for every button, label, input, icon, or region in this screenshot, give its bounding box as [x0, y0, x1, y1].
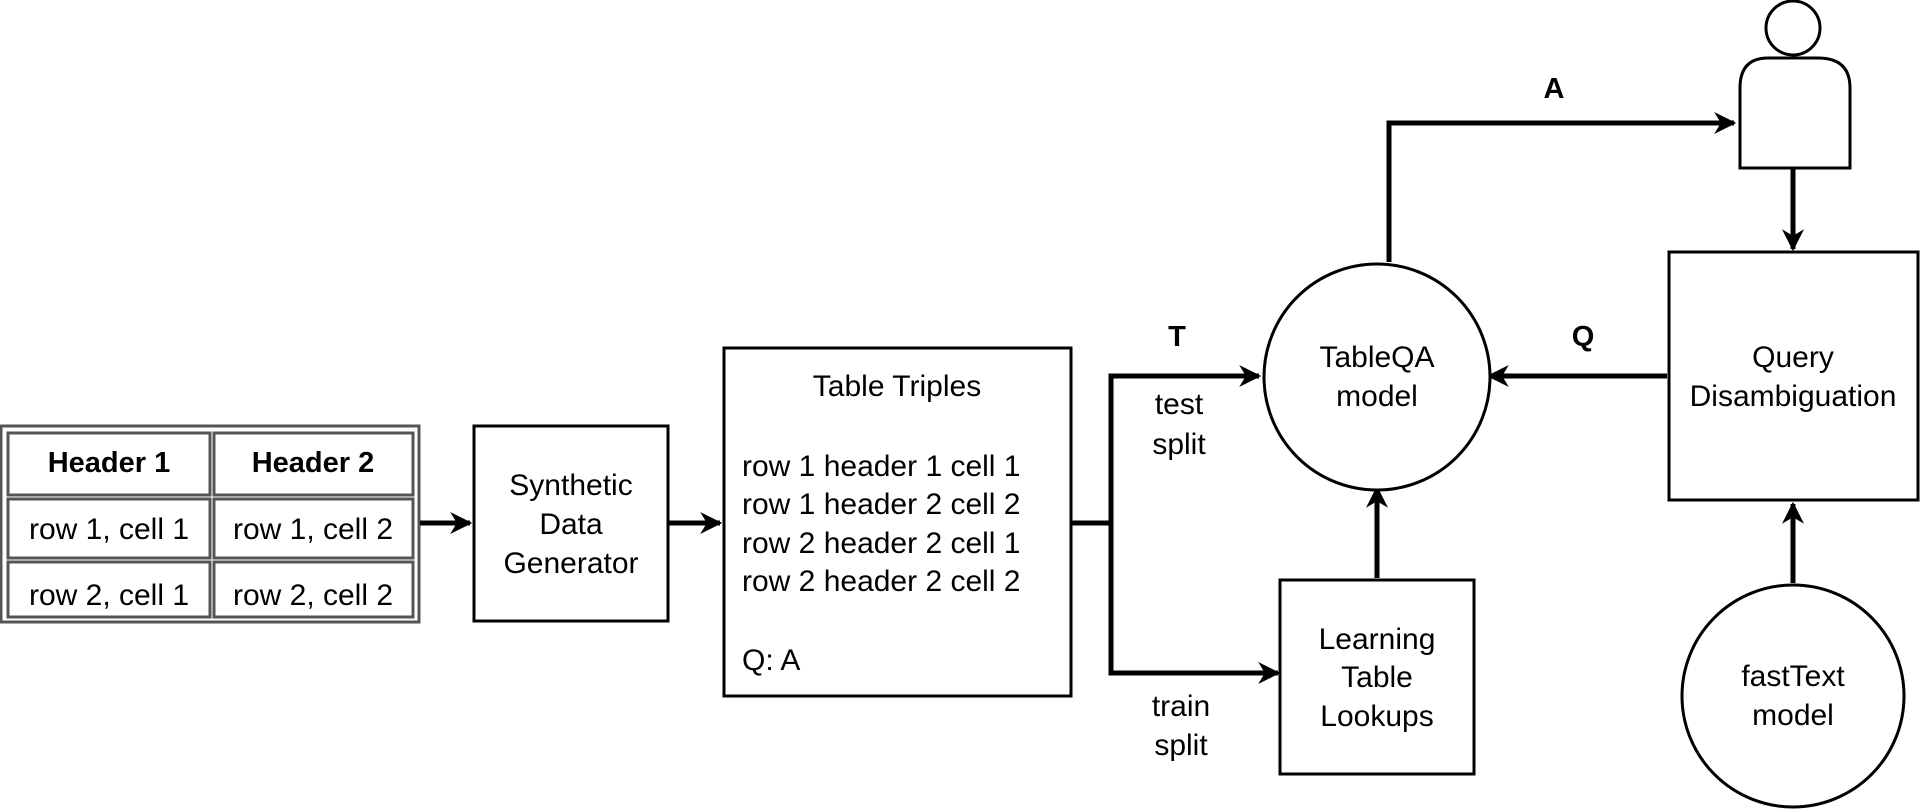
learning-label-line-1: Learning	[1319, 623, 1436, 656]
edge-label-q: Q	[1572, 321, 1595, 353]
table-cell-r1c1: row 1, cell 1	[29, 513, 189, 546]
synthetic-label-line-3: Generator	[503, 547, 638, 580]
synthetic-data-generator-box	[472, 424, 670, 623]
triple-line-2: row 1 header 2 cell 2	[742, 488, 1021, 521]
table-triples-box	[722, 346, 1073, 698]
synthetic-label-line-1: Synthetic	[509, 469, 632, 502]
tableqa-label-line-2: model	[1336, 380, 1418, 413]
synthetic-label-line-2: Data	[539, 508, 603, 541]
tableqa-model-node: TableQA model	[1262, 262, 1492, 492]
learning-label-line-3: Lookups	[1320, 700, 1433, 733]
synthetic-data-generator-node: Synthetic Data Generator	[472, 424, 670, 623]
user-body	[1738, 56, 1852, 170]
train-split-label-line-1: train	[1152, 690, 1210, 723]
learning-table-lookups-node: Learning Table Lookups	[1278, 578, 1476, 776]
learning-table-lookups-box	[1278, 578, 1476, 776]
table-header-1: Header 1	[48, 447, 171, 479]
table-cell	[212, 560, 415, 619]
tableqa-label-line-1: TableQA	[1319, 341, 1434, 374]
arrow-test-split-to-tableqa	[1108, 364, 1262, 523]
table-header-cell	[6, 431, 212, 497]
learning-label-line-2: Table	[1341, 661, 1413, 694]
arrow-tableqa-to-user	[1386, 111, 1737, 262]
user-head	[1764, 0, 1822, 57]
table-triples-node: Table Triples row 1 header 1 cell 1 row …	[722, 346, 1073, 698]
table-cell-r2c1: row 2, cell 1	[29, 579, 189, 612]
table-cell	[6, 497, 212, 560]
test-split-label-line-2: split	[1152, 428, 1206, 461]
query-disambiguation-box	[1667, 250, 1920, 502]
triple-line-1: row 1 header 1 cell 1	[742, 450, 1021, 483]
source-table: Header 1 Header 2 row 1, cell 1 row 1, c…	[0, 424, 421, 624]
triple-line-4: row 2 header 2 cell 2	[742, 565, 1021, 598]
table-triples-title: Table Triples	[813, 370, 981, 403]
query-label-line-2: Disambiguation	[1690, 380, 1897, 413]
user-person-icon	[1738, 0, 1852, 170]
edge-label-a: A	[1544, 73, 1565, 105]
table-header-2: Header 2	[252, 447, 375, 479]
table-cell	[6, 560, 212, 619]
query-disambiguation-node: Query Disambiguation	[1667, 250, 1920, 502]
fasttext-label-line-2: model	[1752, 699, 1834, 732]
test-split-label-line-1: test	[1155, 388, 1204, 421]
fasttext-model-node: fastText model	[1680, 583, 1906, 809]
table-cell	[212, 497, 415, 560]
tableqa-model-circle	[1262, 262, 1492, 492]
train-split-label-line-2: split	[1154, 729, 1208, 762]
table-cell-r2c2: row 2, cell 2	[233, 579, 393, 612]
fasttext-model-circle	[1680, 583, 1906, 809]
query-label-line-1: Query	[1752, 341, 1834, 374]
table-cell-r1c2: row 1, cell 2	[233, 513, 393, 546]
arrow-train-split-to-learning	[1108, 523, 1281, 685]
edges	[420, 111, 1805, 685]
triple-line-3: row 2 header 2 cell 1	[742, 527, 1021, 560]
fasttext-label-line-1: fastText	[1741, 660, 1845, 693]
table-header-cell	[212, 431, 415, 497]
triples-qa-line: Q: A	[742, 644, 800, 677]
edge-label-t: T	[1168, 321, 1186, 353]
